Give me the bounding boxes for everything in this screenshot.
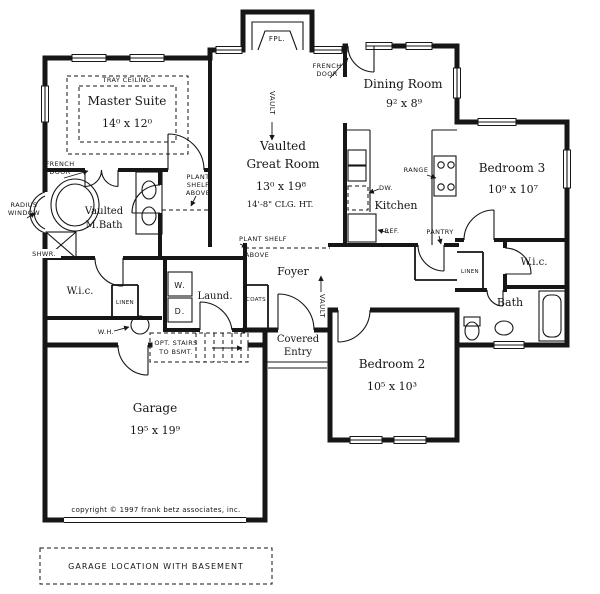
dryer-label: D. (175, 307, 186, 316)
fireplace-label: FPL. (269, 35, 285, 43)
french-door-rear-label-1: FRENCH (312, 62, 341, 70)
covered-entry-label-2: Entry (284, 347, 313, 358)
toilet-tank (463, 316, 481, 327)
garage-label: Garage (133, 401, 177, 415)
water-heater-arrow (113, 325, 130, 332)
master-suite-dims: 14⁰ x 12⁰ (102, 117, 153, 130)
labels: FPL. TRAY CEILING Master Suite 14⁰ x 12⁰… (8, 35, 548, 571)
tray-ceiling-label: TRAY CEILING (101, 76, 151, 84)
plant-shelf-hall-label-3: ABOVE (186, 189, 210, 197)
master-bath-label: M.Bath (85, 220, 123, 231)
opt-stairs-label-2: TO BSMT. (158, 348, 193, 356)
great-room-label: Great Room (246, 157, 320, 171)
range-arrow (426, 173, 437, 179)
bedroom-3-dims: 10⁹ x 10⁷ (488, 183, 539, 196)
bedroom-2-label: Bedroom 2 (359, 357, 426, 371)
master-vanity (135, 171, 163, 235)
tray-ceiling-outer (66, 75, 189, 155)
linen-right-label: LINEN (461, 269, 479, 275)
plant-shelf-foyer-arrow (239, 242, 248, 248)
radius-window-arrow (26, 212, 36, 219)
kitchen-sink (347, 149, 367, 166)
pantry-arrow (437, 235, 443, 245)
bath-sink (494, 320, 514, 336)
french-door-rear-label-2: DOOR (316, 70, 337, 78)
dashed-features (39, 75, 369, 585)
plant-shelf-hall-label-2: SHELF (187, 181, 209, 189)
great-room-label-prefix: Vaulted (259, 139, 306, 153)
bedroom-3-label: Bedroom 3 (479, 161, 546, 175)
door-openings (41, 42, 508, 524)
plant-shelf-foyer-label-2: ABOVE (245, 251, 269, 259)
french-door-master-label-2: DOOR (49, 168, 70, 176)
kitchen-counters (345, 129, 457, 245)
water-heater-circle (130, 315, 150, 335)
bath-label: Bath (497, 296, 523, 309)
radius-window-label-2: WINDOW (8, 209, 40, 217)
optional-stairs (149, 332, 249, 363)
master-bath-label-prefix: Vaulted (84, 206, 124, 217)
refrigerator-arrow (377, 228, 390, 234)
dryer-box (167, 297, 193, 323)
master-tub (50, 178, 100, 232)
wic-right-label: W.i.c. (521, 257, 548, 268)
dishwasher-box (347, 185, 369, 211)
water-heater-label: W.H. (98, 328, 114, 336)
opt-stairs-label-1: OPT. STAIRS (154, 339, 197, 347)
fireplace-firebox (251, 21, 304, 51)
basement-garage-outline (39, 547, 273, 585)
radius-window-label-1: RADIUS (11, 201, 38, 209)
covered-entry-label-1: Covered (277, 334, 320, 345)
toilet (464, 321, 480, 341)
radius-window-arc (29, 191, 46, 234)
garage-dims: 19⁵ x 19⁹ (130, 424, 181, 437)
foyer-label: Foyer (277, 265, 309, 278)
basement-note-label: GARAGE LOCATION WITH BASEMENT (68, 562, 244, 571)
master-suite-label: Master Suite (88, 94, 167, 108)
windows (29, 42, 571, 524)
range-label: RANGE (404, 166, 429, 174)
shower-label: SHWR. (32, 250, 56, 258)
kitchen-label: Kitchen (375, 199, 418, 212)
dining-room-dims: 9² x 8⁹ (386, 97, 423, 110)
great-room-ceiling-height: 14'-8" CLG. HT. (247, 200, 314, 210)
copyright-line: copyright © 1997 frank betz associates, … (71, 506, 240, 514)
refrigerator-label: REF. (385, 227, 400, 235)
french-door-master-label-1: FRENCH (45, 160, 74, 168)
plant-shelf-hall-label-1: PLANT (187, 173, 210, 181)
coats-label: COATS (246, 297, 266, 303)
bath-tub (538, 290, 566, 342)
vault-foyer-label: VAULT (318, 294, 326, 318)
washer-label: W. (174, 281, 186, 290)
pantry-label: PANTRY (426, 228, 453, 236)
fixtures (45, 21, 566, 369)
shower-label-bg (28, 249, 61, 258)
leader-arrows (26, 57, 443, 351)
linen-left-label: LINEN (116, 300, 134, 306)
french-door-master-arrow (63, 169, 89, 179)
entry-steps (265, 361, 330, 369)
great-room-dims: 13⁰ x 19⁸ (256, 180, 307, 193)
vault-great-label: VAULT (268, 91, 276, 115)
plant-shelf-foyer-label-1: PLANT SHELF (239, 235, 287, 243)
plant-shelf-hall-arrow (190, 195, 197, 207)
garage-door (64, 516, 246, 524)
wic-left-label: W.i.c. (67, 286, 94, 297)
tray-ceiling-inner (78, 85, 177, 143)
french-door-rear-arrow (329, 57, 349, 79)
laundry-label: Laund. (197, 291, 232, 302)
door-swings (84, 45, 532, 376)
dining-room-label: Dining Room (363, 77, 443, 91)
dishwasher-arrow (368, 188, 380, 194)
bedroom-2-dims: 10⁵ x 10³ (367, 380, 417, 393)
refrigerator-box (347, 213, 377, 243)
washer-box (167, 271, 193, 297)
dishwasher-label: DW. (379, 184, 393, 192)
